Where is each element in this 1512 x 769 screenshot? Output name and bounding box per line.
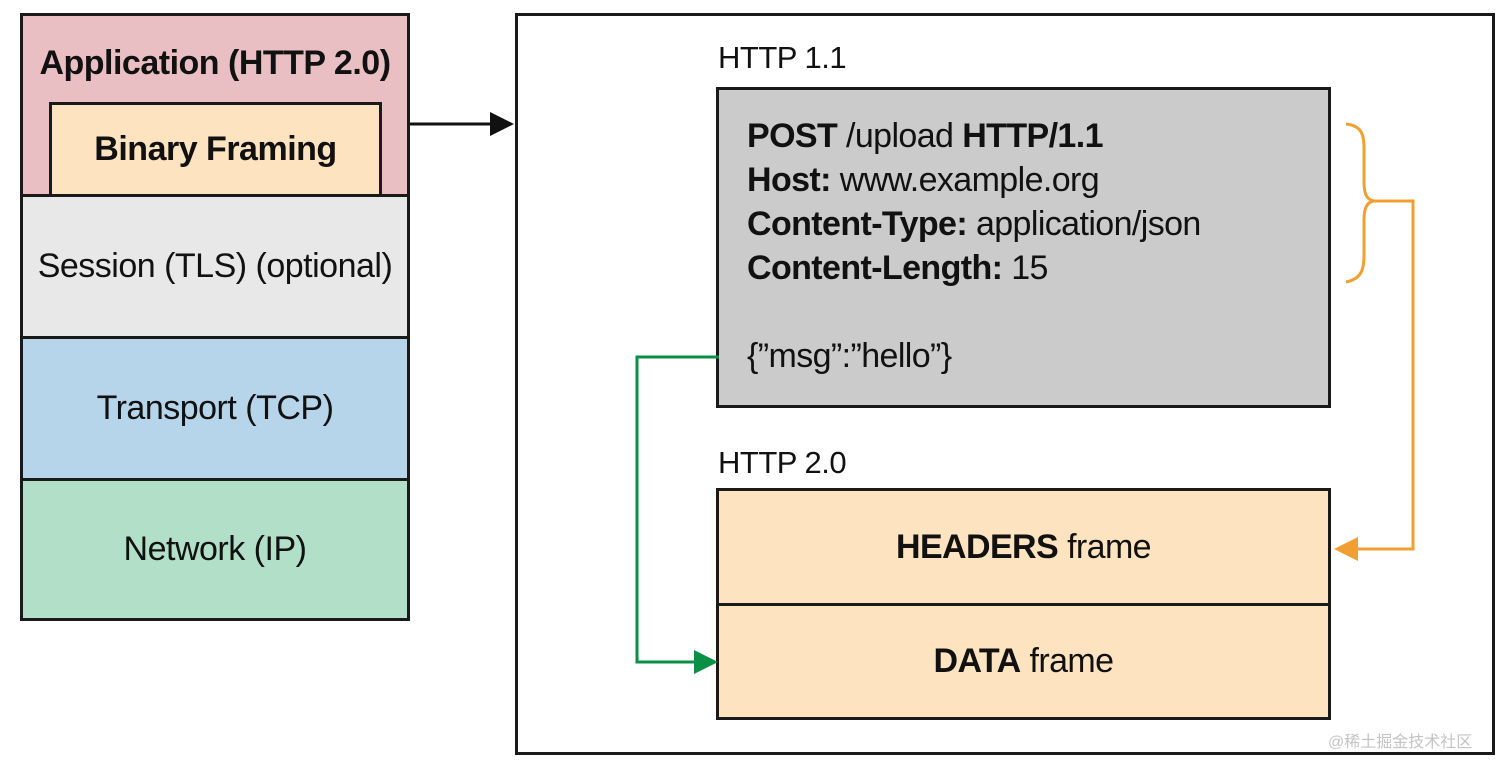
- host-header: Host: www.example.org: [747, 158, 1328, 202]
- host-value: www.example.org: [830, 161, 1100, 199]
- headers-frame-type: HEADERS: [896, 527, 1059, 566]
- request-path: /upload: [837, 117, 963, 155]
- request-line: POST /upload HTTP/1.1: [747, 114, 1328, 158]
- http11-title: HTTP 1.1: [718, 40, 847, 75]
- transport-layer: Transport (TCP): [20, 336, 410, 481]
- request-method: POST: [747, 117, 838, 155]
- content-type-value: application/json: [967, 205, 1201, 243]
- data-frame-word: frame: [1029, 642, 1115, 680]
- binary-framing-label: Binary Framing: [94, 130, 337, 168]
- request-version: HTTP/1.1: [962, 117, 1103, 155]
- content-type-header: Content-Type: application/json: [747, 202, 1328, 246]
- content-length-header: Content-Length: 15: [747, 246, 1328, 290]
- headers-frame-word: frame: [1067, 527, 1152, 566]
- application-layer-label: Application (HTTP 2.0): [39, 44, 391, 82]
- content-length-value: 15: [1002, 249, 1048, 287]
- transport-layer-label: Transport (TCP): [96, 389, 334, 427]
- network-layer: Network (IP): [20, 478, 410, 621]
- session-layer-label: Session (TLS) (optional): [37, 247, 393, 285]
- watermark: @稀土掘金技术社区: [1328, 734, 1473, 751]
- content-type-key: Content-Type:: [747, 205, 968, 243]
- binary-framing-layer: Binary Framing: [49, 102, 382, 197]
- layer-to-panel-arrow: [410, 112, 514, 136]
- http11-request-box: POST /upload HTTP/1.1 Host: www.example.…: [716, 87, 1331, 408]
- data-frame-type: DATA: [933, 642, 1022, 680]
- session-layer: Session (TLS) (optional): [20, 194, 410, 339]
- network-layer-label: Network (IP): [123, 530, 307, 568]
- http20-title: HTTP 2.0: [718, 445, 847, 480]
- host-key: Host:: [747, 161, 831, 199]
- content-length-key: Content-Length:: [747, 249, 1003, 287]
- request-body: {”msg”:”hello”}: [747, 337, 952, 375]
